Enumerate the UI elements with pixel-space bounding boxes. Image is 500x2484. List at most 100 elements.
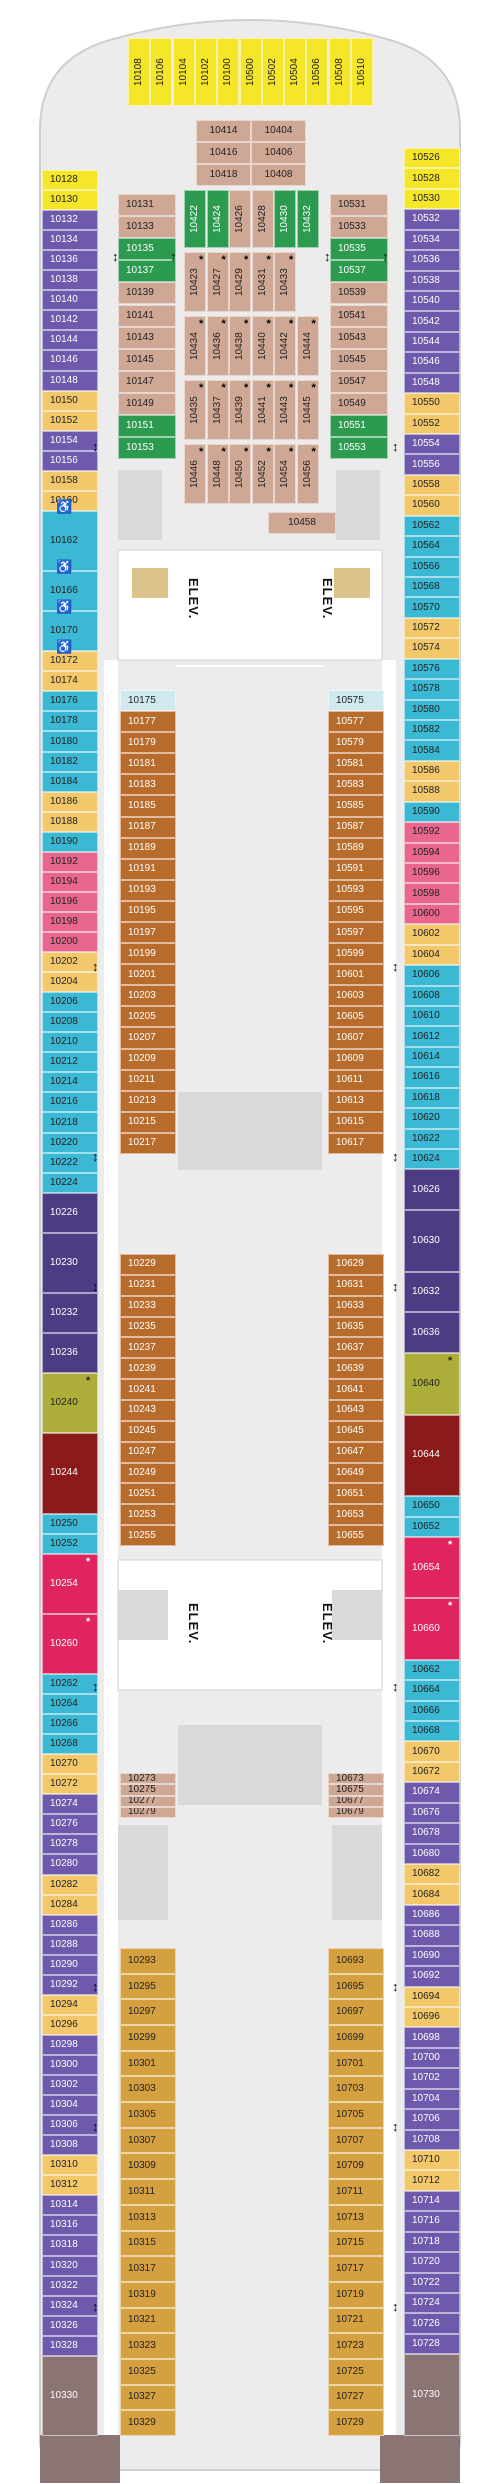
cabin-10198[interactable]: 10198 bbox=[42, 911, 98, 932]
cabin-10104[interactable]: 10104 bbox=[172, 38, 195, 106]
cabin-10251[interactable]: 10251 bbox=[120, 1483, 176, 1505]
cabin-10192[interactable]: 10192 bbox=[42, 851, 98, 872]
cabin-10574[interactable]: 10574 bbox=[404, 638, 460, 659]
cabin-10142[interactable]: 10142 bbox=[42, 310, 98, 331]
cabin-10719[interactable]: 10719 bbox=[328, 2281, 384, 2308]
cabin-10325[interactable]: 10325 bbox=[120, 2358, 176, 2385]
cabin-10229[interactable]: 10229 bbox=[120, 1254, 176, 1275]
cabin-10322[interactable]: 10322 bbox=[42, 2275, 98, 2296]
cabin-10630[interactable]: 10630 bbox=[404, 1210, 460, 1272]
cabin-10644[interactable]: 10644 bbox=[404, 1414, 460, 1497]
cabin-10717[interactable]: 10717 bbox=[328, 2256, 384, 2282]
cabin-10240[interactable]: 10240 bbox=[42, 1373, 98, 1434]
cabin-10729[interactable]: 10729 bbox=[328, 2410, 384, 2436]
cabin-10608[interactable]: 10608 bbox=[404, 985, 460, 1006]
cabin-10655[interactable]: 10655 bbox=[328, 1525, 384, 1546]
cabin-10140[interactable]: 10140 bbox=[42, 290, 98, 311]
cabin-10175[interactable]: 10175 bbox=[120, 690, 176, 712]
cabin-10292[interactable]: 10292 bbox=[42, 1974, 98, 1995]
cabin-10194[interactable]: 10194 bbox=[42, 871, 98, 892]
cabin-10662[interactable]: 10662 bbox=[404, 1659, 460, 1681]
cabin-10408[interactable]: 10408 bbox=[251, 164, 306, 186]
cabin-10603[interactable]: 10603 bbox=[328, 985, 384, 1007]
cabin-10318[interactable]: 10318 bbox=[42, 2235, 98, 2256]
cabin-10158[interactable]: 10158 bbox=[42, 470, 98, 491]
cabin-10533[interactable]: 10533 bbox=[330, 216, 388, 239]
cabin-10546[interactable]: 10546 bbox=[404, 352, 460, 373]
cabin-10131[interactable]: 10131 bbox=[118, 194, 176, 216]
cabin-10314[interactable]: 10314 bbox=[42, 2195, 98, 2216]
cabin-10651[interactable]: 10651 bbox=[328, 1483, 384, 1505]
cabin-10146[interactable]: 10146 bbox=[42, 350, 98, 371]
cabin-10583[interactable]: 10583 bbox=[328, 774, 384, 796]
cabin-10637[interactable]: 10637 bbox=[328, 1337, 384, 1359]
cabin-10547[interactable]: 10547 bbox=[330, 370, 388, 393]
cabin-10531[interactable]: 10531 bbox=[330, 194, 388, 216]
cabin-10650[interactable]: 10650 bbox=[404, 1496, 460, 1517]
cabin-10615[interactable]: 10615 bbox=[328, 1111, 384, 1133]
cabin-10102[interactable]: 10102 bbox=[194, 38, 217, 106]
cabin-10296[interactable]: 10296 bbox=[42, 2014, 98, 2035]
cabin-10149[interactable]: 10149 bbox=[118, 392, 176, 415]
cabin-10677[interactable]: 10677 bbox=[328, 1795, 384, 1807]
cabin-10698[interactable]: 10698 bbox=[404, 2027, 460, 2048]
cabin-10236[interactable]: 10236 bbox=[42, 1333, 98, 1374]
cabin-10641[interactable]: 10641 bbox=[328, 1379, 384, 1400]
cabin-10502[interactable]: 10502 bbox=[261, 38, 284, 106]
cabin-10280[interactable]: 10280 bbox=[42, 1854, 98, 1875]
cabin-10582[interactable]: 10582 bbox=[404, 720, 460, 741]
cabin-10202[interactable]: 10202 bbox=[42, 952, 98, 973]
cabin-10239[interactable]: 10239 bbox=[120, 1358, 176, 1380]
cabin-10726[interactable]: 10726 bbox=[404, 2313, 460, 2334]
cabin-10139[interactable]: 10139 bbox=[118, 282, 176, 305]
cabin-10721[interactable]: 10721 bbox=[328, 2307, 384, 2334]
cabin-10539[interactable]: 10539 bbox=[330, 282, 388, 305]
cabin-10232[interactable]: 10232 bbox=[42, 1292, 98, 1334]
cabin-10250[interactable]: 10250 bbox=[42, 1513, 98, 1534]
cabin-10684[interactable]: 10684 bbox=[404, 1884, 460, 1905]
cabin-10535[interactable]: 10535 bbox=[330, 238, 388, 261]
cabin-10430[interactable]: 10430 bbox=[274, 190, 296, 248]
cabin-10298[interactable]: 10298 bbox=[42, 2034, 98, 2055]
cabin-10575[interactable]: 10575 bbox=[328, 690, 384, 712]
cabin-10213[interactable]: 10213 bbox=[120, 1090, 176, 1112]
cabin-10707[interactable]: 10707 bbox=[328, 2127, 384, 2154]
cabin-10268[interactable]: 10268 bbox=[42, 1734, 98, 1755]
cabin-10193[interactable]: 10193 bbox=[120, 879, 176, 901]
cabin-10148[interactable]: 10148 bbox=[42, 370, 98, 391]
cabin-10710[interactable]: 10710 bbox=[404, 2150, 460, 2171]
cabin-10316[interactable]: 10316 bbox=[42, 2215, 98, 2236]
cabin-10135[interactable]: 10135 bbox=[118, 238, 176, 261]
cabin-10694[interactable]: 10694 bbox=[404, 1986, 460, 2007]
cabin-10273[interactable]: 10273 bbox=[120, 1773, 176, 1785]
cabin-10727[interactable]: 10727 bbox=[328, 2384, 384, 2411]
cabin-10222[interactable]: 10222 bbox=[42, 1152, 98, 1173]
cabin-10614[interactable]: 10614 bbox=[404, 1046, 460, 1068]
cabin-10712[interactable]: 10712 bbox=[404, 2170, 460, 2191]
cabin-10317[interactable]: 10317 bbox=[120, 2256, 176, 2282]
cabin-10252[interactable]: 10252 bbox=[42, 1533, 98, 1554]
cabin-10551[interactable]: 10551 bbox=[330, 415, 388, 437]
cabin-10607[interactable]: 10607 bbox=[328, 1027, 384, 1049]
cabin-10576[interactable]: 10576 bbox=[404, 658, 460, 680]
cabin-10678[interactable]: 10678 bbox=[404, 1823, 460, 1844]
cabin-10156[interactable]: 10156 bbox=[42, 450, 98, 471]
cabin-10701[interactable]: 10701 bbox=[328, 2050, 384, 2077]
cabin-10594[interactable]: 10594 bbox=[404, 842, 460, 863]
cabin-10204[interactable]: 10204 bbox=[42, 972, 98, 993]
cabin-10199[interactable]: 10199 bbox=[120, 943, 176, 965]
cabin-10323[interactable]: 10323 bbox=[120, 2333, 176, 2359]
cabin-10645[interactable]: 10645 bbox=[328, 1420, 384, 1442]
cabin-10526[interactable]: 10526 bbox=[404, 148, 460, 169]
cabin-10270[interactable]: 10270 bbox=[42, 1754, 98, 1775]
cabin-10544[interactable]: 10544 bbox=[404, 331, 460, 353]
cabin-10196[interactable]: 10196 bbox=[42, 891, 98, 912]
cabin-10209[interactable]: 10209 bbox=[120, 1048, 176, 1070]
cabin-10426[interactable]: 10426 bbox=[229, 190, 251, 248]
cabin-10205[interactable]: 10205 bbox=[120, 1006, 176, 1028]
cabin-10725[interactable]: 10725 bbox=[328, 2358, 384, 2385]
cabin-10670[interactable]: 10670 bbox=[404, 1741, 460, 1762]
cabin-10216[interactable]: 10216 bbox=[42, 1092, 98, 1113]
cabin-10143[interactable]: 10143 bbox=[118, 326, 176, 349]
cabin-10601[interactable]: 10601 bbox=[328, 964, 384, 986]
